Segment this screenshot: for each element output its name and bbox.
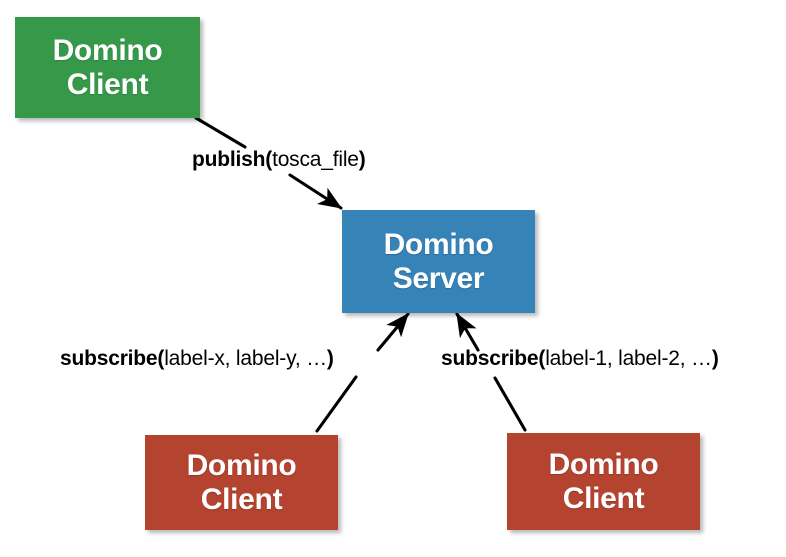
edge-label-arguments: tosca_file xyxy=(272,148,359,171)
node-label-line2: Client xyxy=(562,481,645,515)
edge-label-close-paren: ) xyxy=(711,347,719,370)
node-label-line1: Domino xyxy=(186,448,297,482)
edge-label-function-name: subscribe( xyxy=(441,347,546,370)
edge-label-function-name: publish( xyxy=(192,148,273,171)
edge-label-close-paren: ) xyxy=(358,148,366,171)
node-label-line1: Domino xyxy=(383,227,494,261)
node-domino-client-subscriber-right[interactable]: Domino Client xyxy=(507,433,700,530)
edge-label-arguments: label-x, label-y, … xyxy=(164,347,327,370)
node-label-line1: Domino xyxy=(548,447,659,481)
edge-publish-segment-upper xyxy=(194,116,247,149)
node-domino-client-subscriber-left[interactable]: Domino Client xyxy=(145,435,338,530)
edge-label-subscribe-left: subscribe(label-x, label-y, …) xyxy=(60,348,334,369)
edge-label-subscribe-right: subscribe(label-1, label-2, …) xyxy=(441,348,719,369)
edge-subscribe-left-segment-upper xyxy=(376,312,410,352)
edge-subscribe-right-segment-lower xyxy=(493,376,527,432)
node-domino-server[interactable]: Domino Server xyxy=(342,210,535,313)
edge-label-function-name: subscribe( xyxy=(60,347,165,370)
node-label-line2: Client xyxy=(66,67,149,101)
edge-subscribe-left-segment-lower xyxy=(315,375,358,433)
node-label-line2: Server xyxy=(392,261,485,295)
node-domino-client-publisher[interactable]: Domino Client xyxy=(15,17,200,118)
edge-label-arguments: label-1, label-2, … xyxy=(545,347,712,370)
edge-label-publish: publish(tosca_file) xyxy=(192,149,366,170)
edge-label-close-paren: ) xyxy=(326,347,334,370)
edge-subscribe-right-segment-upper xyxy=(455,312,480,352)
edge-publish-segment-lower xyxy=(288,173,343,210)
node-label-line1: Domino xyxy=(52,33,163,67)
node-label-line2: Client xyxy=(200,482,283,516)
